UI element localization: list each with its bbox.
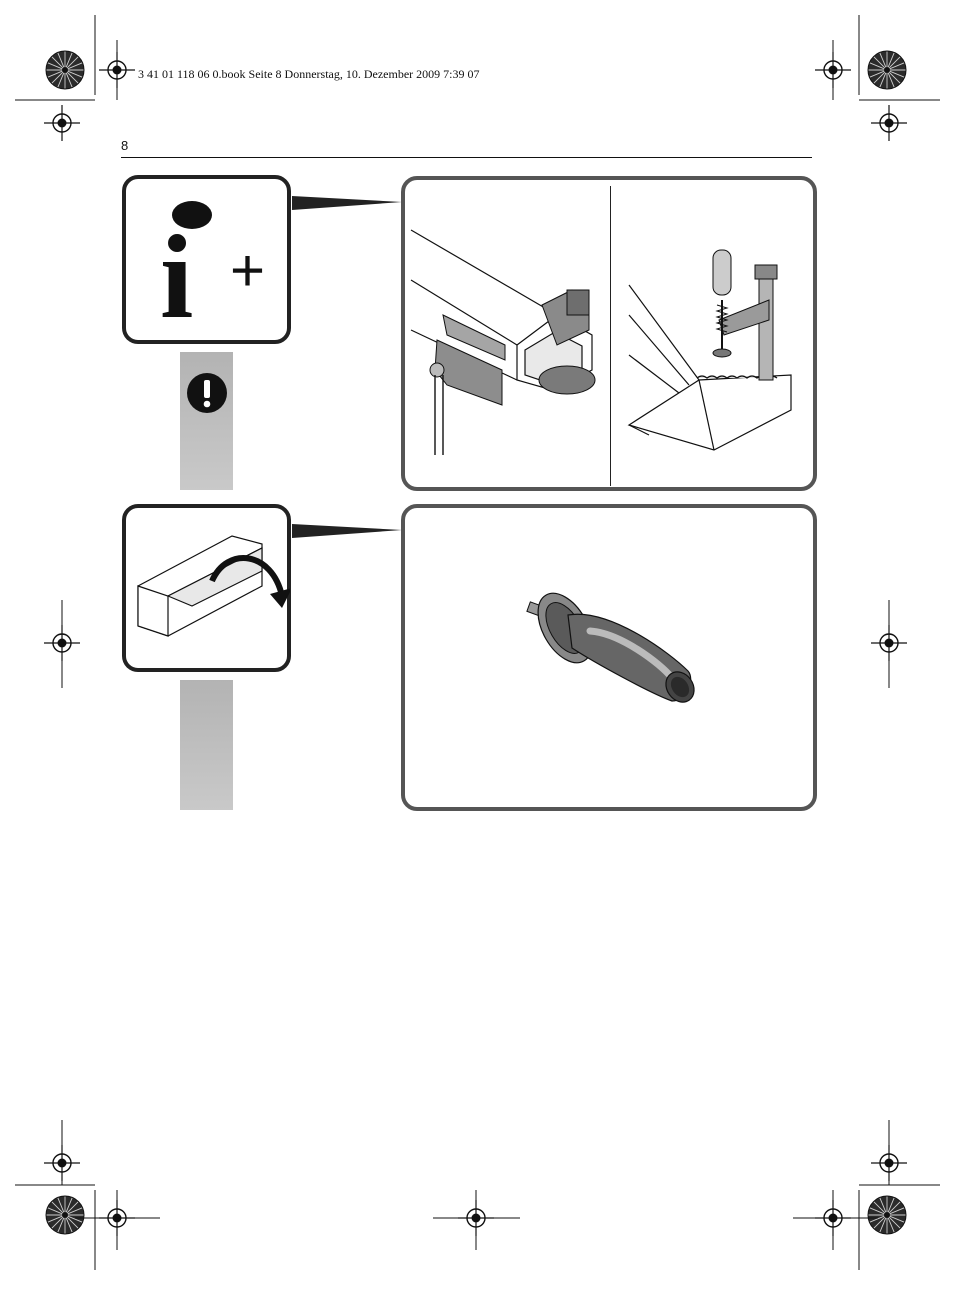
warning-bar	[180, 352, 233, 490]
color-calibration-wheel-icon	[867, 1195, 907, 1235]
box-open-icon	[137, 535, 290, 637]
info-dot	[172, 201, 212, 229]
info-plus-icon: i	[160, 210, 194, 343]
panel-divider	[610, 186, 611, 486]
info-icon-box: i +	[122, 175, 291, 344]
auxiliary-handle-illustration	[526, 592, 695, 703]
workpiece-securing-panel	[401, 176, 817, 491]
bench-vise-illustration	[410, 229, 596, 455]
exclamation-icon	[187, 373, 227, 413]
color-calibration-wheel-icon	[45, 1195, 85, 1235]
gray-bar	[180, 680, 233, 810]
auxiliary-handle-panel	[401, 504, 817, 811]
unpack-icon-box	[122, 504, 291, 672]
header-rule	[121, 157, 812, 158]
print-header: 3 41 01 118 06 0.book Seite 8 Donnerstag…	[138, 67, 480, 81]
pointer-connector	[292, 524, 402, 538]
pointer-connector	[292, 196, 402, 210]
plus-sign: +	[230, 237, 266, 304]
page-number: 8	[121, 138, 129, 153]
registration-mark-icon	[870, 104, 908, 142]
color-calibration-wheel-icon	[45, 50, 85, 90]
registration-mark-icon	[43, 104, 81, 142]
clamp-illustration	[627, 249, 792, 451]
color-calibration-wheel-icon	[867, 50, 907, 90]
